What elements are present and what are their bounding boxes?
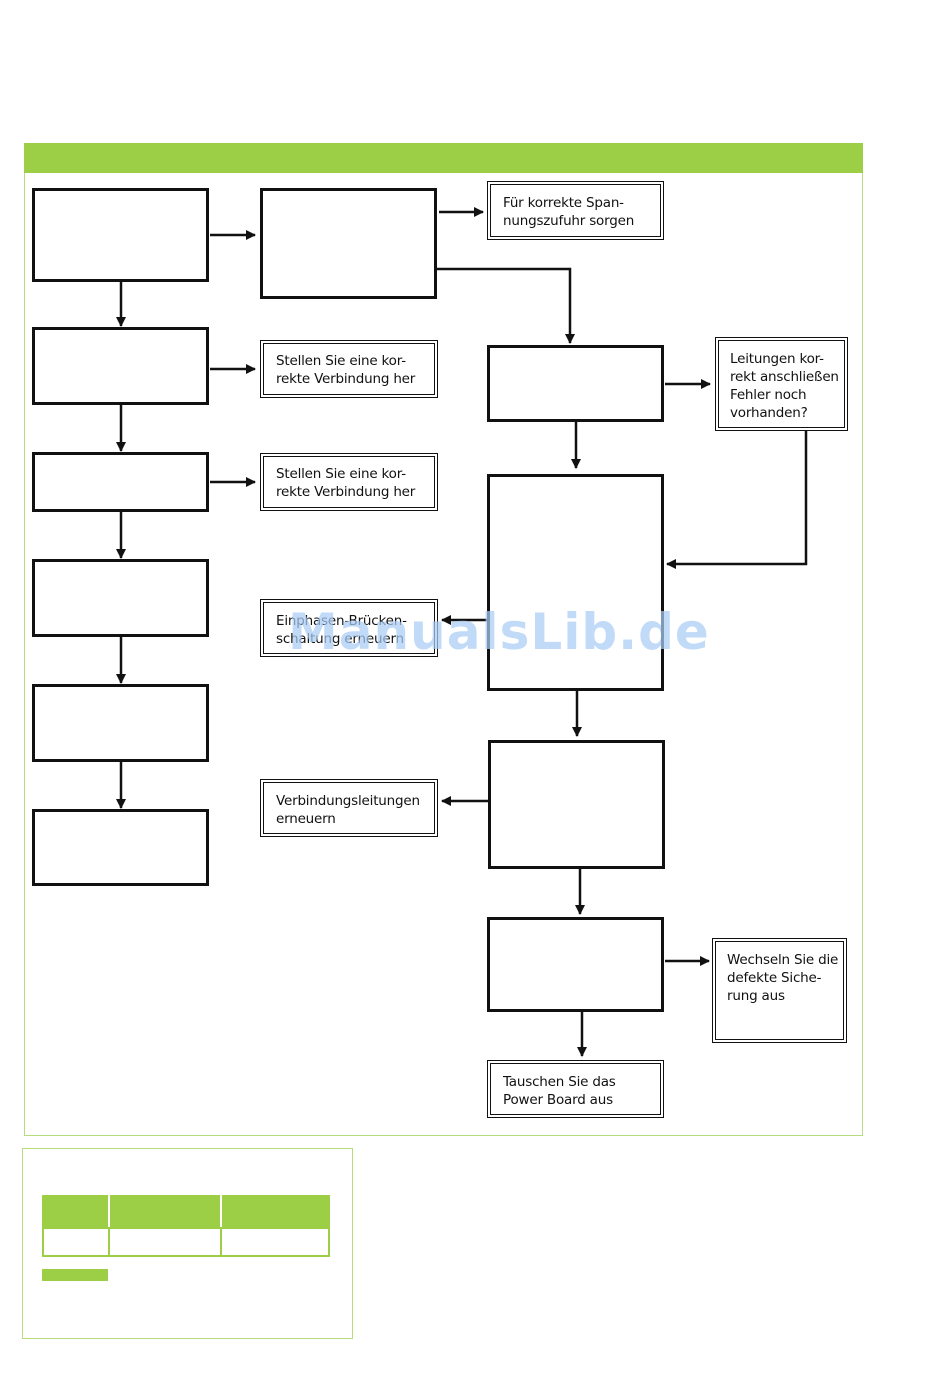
decision-box-m1	[260, 188, 437, 299]
arrow-reconnect-r2	[666, 431, 808, 569]
label-cables: Verbindungsleitungen erneuern	[276, 793, 420, 827]
legend-table-header	[42, 1195, 330, 1227]
decision-box-l4	[32, 559, 209, 637]
decision-box-l2	[32, 327, 209, 405]
legend-table	[42, 1195, 330, 1257]
arrow-m1-r1	[437, 267, 575, 344]
result-box-power-supply	[487, 181, 664, 240]
decision-box-r4	[487, 917, 664, 1012]
decision-box-l3	[32, 452, 209, 512]
decision-box-l5	[32, 684, 209, 762]
legend-table-row	[42, 1227, 330, 1257]
legend-panel	[22, 1148, 353, 1339]
label-connection-1: Stellen Sie eine kor- rekte Verbindung h…	[276, 353, 416, 387]
decision-box-r3	[488, 740, 665, 869]
watermark-text: ManualsLib.de	[288, 603, 710, 661]
decision-box-l1	[32, 188, 209, 282]
legend-swatch	[42, 1269, 108, 1281]
label-bridge-circuit: Einphasen-Brücken- schaltung erneuern	[276, 613, 407, 647]
label-power-board: Tauschen Sie das Power Board aus	[503, 1074, 616, 1108]
label-reconnect: Leitungen kor- rekt anschließen Fehler n…	[730, 351, 839, 421]
decision-box-l6	[32, 809, 209, 886]
result-box-bridge-circuit	[260, 599, 438, 657]
label-power-supply: Für korrekte Span- nungszufuhr sorgen	[503, 195, 635, 229]
decision-box-r1	[487, 345, 664, 422]
result-box-connection-2	[260, 453, 438, 511]
flowchart-header-bar	[24, 143, 863, 173]
label-connection-2: Stellen Sie eine kor- rekte Verbindung h…	[276, 466, 416, 500]
decision-box-r2	[487, 474, 664, 691]
result-box-fuse	[712, 938, 847, 1043]
result-box-cables	[260, 779, 438, 837]
result-box-reconnect	[715, 337, 848, 431]
result-box-power-board	[487, 1060, 664, 1118]
result-box-connection-1	[260, 340, 438, 398]
label-fuse: Wechseln Sie die defekte Siche- rung aus	[727, 952, 839, 1004]
